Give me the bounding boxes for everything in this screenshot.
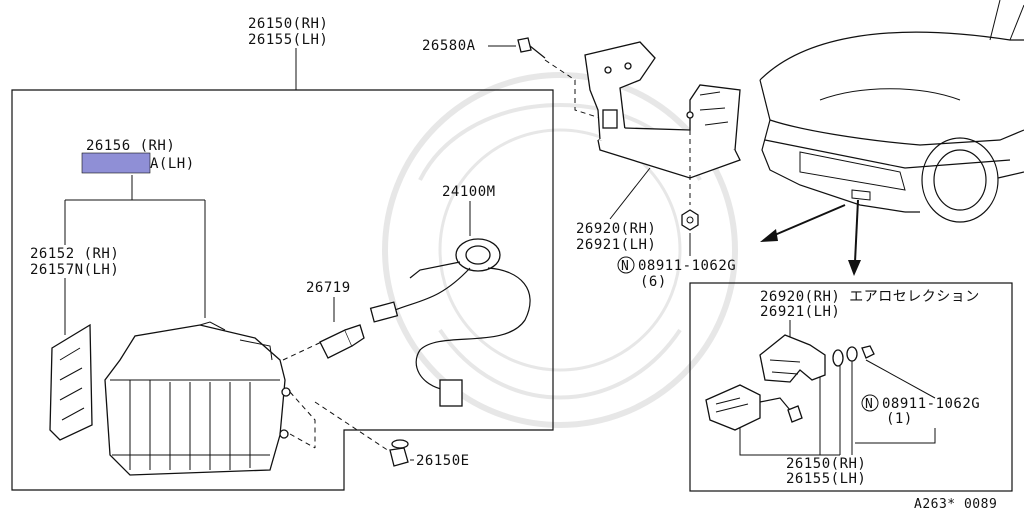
label-side-bracket-rh: 26152 (RH) [30,246,119,262]
label-bracket-lh: 26921(LH) [576,237,656,253]
leader-bracket [609,167,651,220]
label-nut-main: 08911-1062G [638,258,736,274]
fog-lamp-part [104,321,291,476]
inset-frame [689,282,1013,492]
leader-rim-branch [64,199,206,318]
inset-nut-symbol-letter: N [865,397,873,412]
inset-nut-symbol-icon [861,394,879,412]
label-rim-rh: 26156 (RH) [86,138,175,154]
label-inset-nut-qty: (1) [886,411,913,427]
label-inset-bracket-rh: 26920(RH) エアロセレクション [760,289,980,305]
nut-main-part [681,209,699,231]
side-bracket-part [49,323,93,441]
label-inset-bracket-lh: 26921(LH) [760,304,840,320]
main-frame [11,89,554,491]
assembly-dashes [282,337,396,456]
label-cap: 26150E [416,453,470,469]
arrow-left-icon [760,204,846,242]
inset-bracket-part [759,334,826,383]
car-front-part [759,0,1024,223]
label-nut-main-qty: (6) [640,274,667,290]
label-bracket-rh: 26920(RH) [576,221,656,237]
label-lamp-assy-rh: 26150(RH) [248,16,328,32]
bolt-dash [544,59,601,119]
nut-symbol-icon [617,256,635,274]
footer-code: A263* 0089 [914,497,997,511]
label-bulb: 26719 [306,280,351,296]
label-rim-lh: A(LH) [150,156,195,172]
label-bolt: 26580A [422,38,476,54]
label-lamp-assy-lh: 26155(LH) [248,32,328,48]
cap-part [389,439,409,467]
label-inset-nut: 08911-1062G [882,396,980,412]
bolt-part [517,37,546,59]
harness-part [369,238,531,407]
bulb-part [319,324,365,359]
highlight-box [81,152,151,174]
leader-inset-lamp [739,360,853,456]
mounting-bracket-part [584,41,741,179]
leader-inset-nut [855,359,936,444]
label-harness: 24100M [442,184,496,200]
label-side-bracket-lh: 26157N(LH) [30,262,119,278]
nut-symbol-letter: N [621,259,629,274]
arrow-down-icon [848,199,861,276]
watermark [382,72,738,428]
inset-lamp-part [705,384,803,431]
inset-washers-part [832,345,875,367]
label-inset-lamp-lh: 26155(LH) [786,471,866,487]
label-inset-lamp-rh: 26150(RH) [786,456,866,472]
